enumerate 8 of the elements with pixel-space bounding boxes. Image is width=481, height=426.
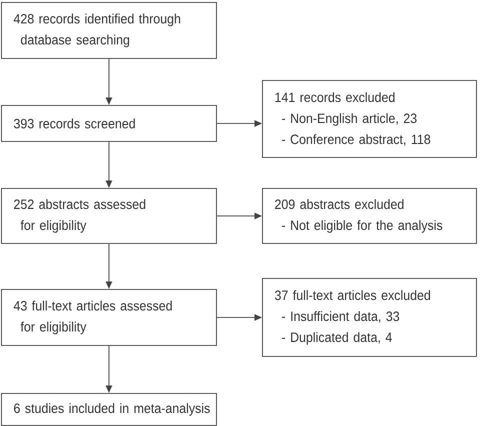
process-box: 252 abstracts assessed for eligibility [1, 188, 217, 244]
exclusion-box: 37 full-text articles excluded - Insufficient data, 33 - Duplicated data, 4 [262, 278, 477, 357]
process-box: 6 studies included in meta-analysis [1, 393, 217, 426]
exclusion-box: 209 abstracts excluded - Not eligible for the analysis [262, 188, 477, 244]
process-box: 43 full-text articles assessed for eligibility [1, 289, 217, 346]
exclusion-box: 141 records excluded - Non-English article, 23 - Conference abstract, 118 [262, 80, 477, 158]
process-box: 393 records screened [1, 105, 217, 142]
process-box: 428 records identified through database searching [1, 2, 217, 59]
